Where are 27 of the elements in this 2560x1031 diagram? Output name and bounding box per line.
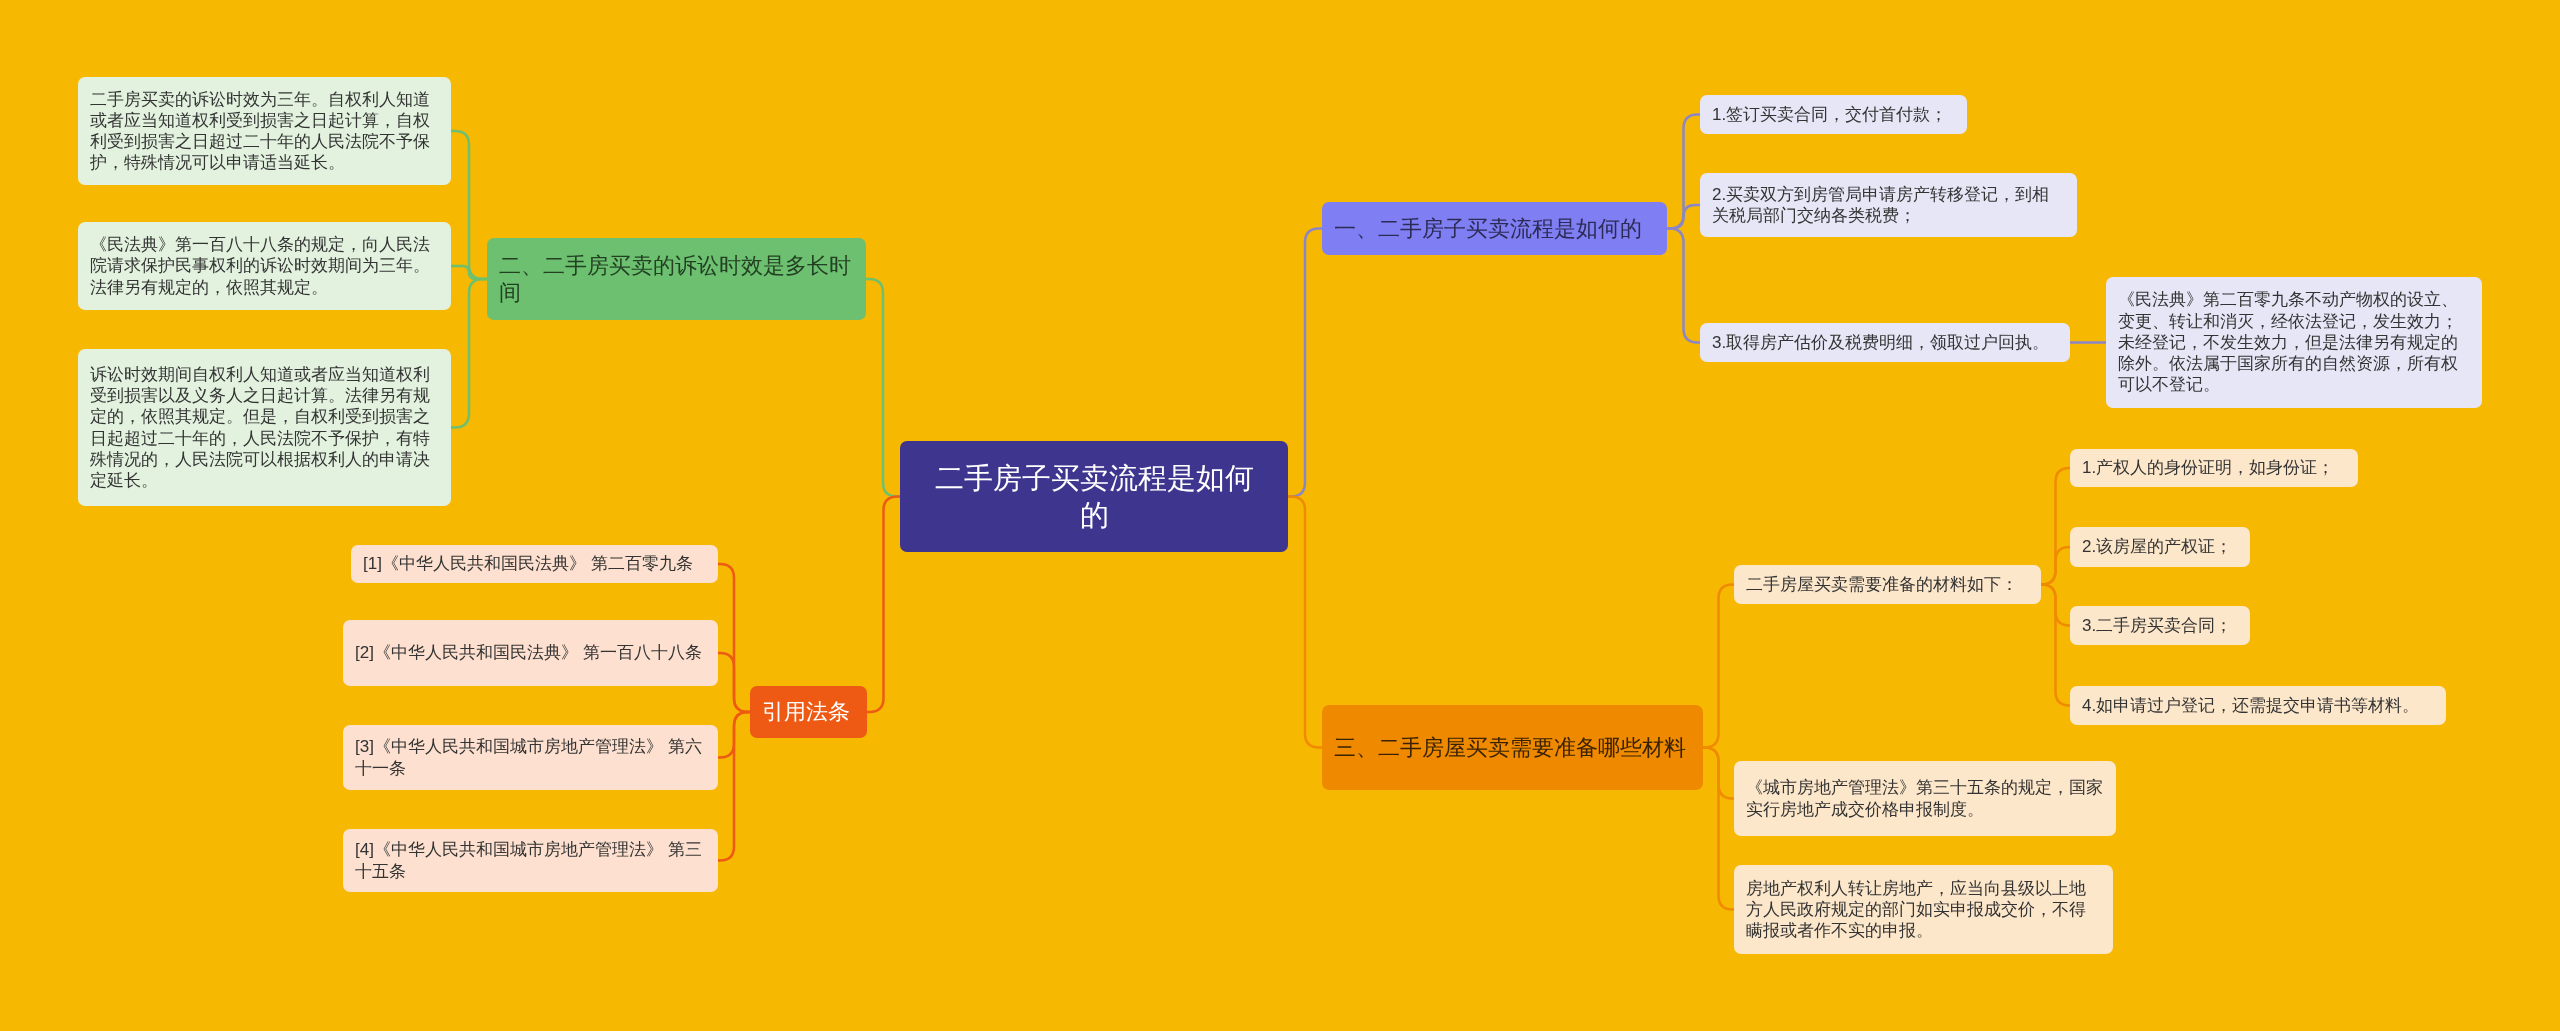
connector-line <box>718 710 750 862</box>
leaf-box: 2.买卖双方到房管局申请房产转移登记，到相关税局部门交纳各类税费； <box>1700 173 2077 237</box>
root-topic-box: 二手房子买卖流程是如何的 <box>900 441 1288 552</box>
leaf-box: 2.该房屋的产权证； <box>2070 527 2250 567</box>
leaf-box: 4.如申请过户登记，还需提交申请书等材料。 <box>2070 686 2446 725</box>
leaf-box: [3]《中华人民共和国城市房地产管理法》 第六十一条 <box>343 725 718 790</box>
leaf-box: 房地产权利人转让房地产，应当向县级以上地方人民政府规定的部门如实申报成交价，不得瞒报或者作不实的申报。 <box>1734 865 2113 954</box>
leaf-box: 二手房买卖的诉讼时效为三年。自权利人知道或者应当知道权利受到损害之日起计算，自权利受到损害之日超过二十年的人民法院不予保护，特殊情况可以申请适当延长。 <box>78 77 451 185</box>
leaf-box: 《城市房地产管理法》第三十五条的规定，国家实行房地产成交价格申报制度。 <box>1734 761 2116 836</box>
leaf-box: [4]《中华人民共和国城市房地产管理法》 第三十五条 <box>343 829 718 892</box>
leaf-box: 《民法典》第二百零九条不动产物权的设立、变更、转让和消灭，经依法登记，发生效力；未经登记，不发生效力，但是法律另有规定的除外。依法属于国家所有的自然资源，所有权可以不登记。 <box>2106 277 2482 408</box>
leaf-box: [2]《中华人民共和国民法典》 第一百八十八条 <box>343 620 718 686</box>
connector-line <box>1702 746 1735 911</box>
branch-topic-box: 一、二手房子买卖流程是如何的 <box>1322 202 1667 255</box>
branch-topic-box: 引用法条 <box>750 686 867 738</box>
connector-line <box>1288 495 1322 749</box>
branch-topic-box: 三、二手房屋买卖需要准备哪些材料 <box>1322 705 1703 790</box>
leaf-box: 二手房屋买卖需要准备的材料如下： <box>1734 565 2041 604</box>
leaf-box: 1.签订买卖合同，交付首付款； <box>1700 95 1967 134</box>
branch-topic-box: 二、二手房买卖的诉讼时效是多长时间 <box>487 238 866 320</box>
leaf-box: 1.产权人的身份证明，如身份证； <box>2070 449 2358 487</box>
leaf-box: 《民法典》第一百八十八条的规定，向人民法院请求保护民事权利的诉讼时效期间为三年。法律另有规定的，依照其规定。 <box>78 222 451 310</box>
leaf-box: 3.二手房买卖合同； <box>2070 606 2250 645</box>
leaf-box: [1]《中华人民共和国民法典》 第二百零九条 <box>351 545 718 583</box>
leaf-box: 3.取得房产估价及税费明细，领取过户回执。 <box>1700 323 2070 362</box>
leaf-box: 诉讼时效期间自权利人知道或者应当知道权利受到损害以及义务人之日起计算。法律另有规定的，依照其规定。但是，自权利受到损害之日起超过二十年的，人民法院不予保护，有特殊情况的，人民法院可以根据权利人的申请决定延长。 <box>78 349 451 506</box>
connector-line <box>2070 341 2106 344</box>
